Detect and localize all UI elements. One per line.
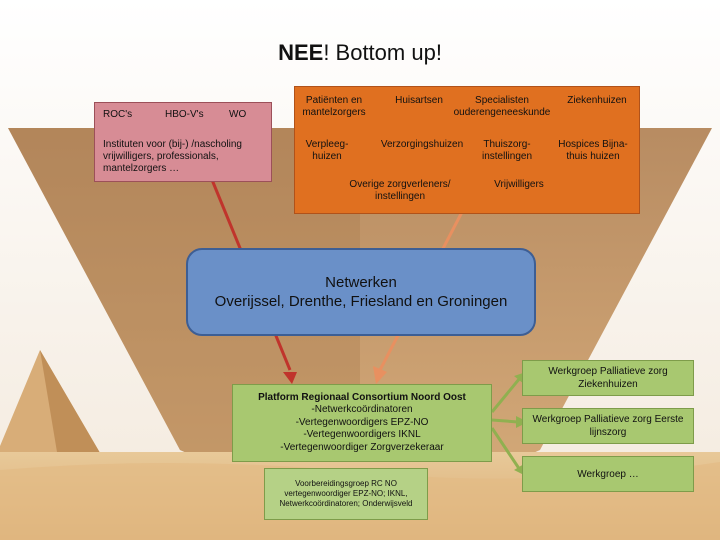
working-group-2: Werkgroep Palliatieve zorg Eerste lijnsz… (532, 414, 684, 438)
network-box (186, 248, 536, 336)
network-text: Netwerken Overijssel, Drenthe, Friesland… (186, 248, 536, 336)
education-body: Instituten voor (bij-) /nascholing vrijw… (103, 139, 242, 174)
platform-line: -Vertegenwoordiger Zorgverzekeraar (280, 441, 444, 453)
care-box: Patiënten en mantelzorgers Huisartsen Sp… (294, 86, 640, 214)
platform-title: Platform Regionaal Consortium Noord Oost (258, 391, 466, 403)
arrow-to-wg1 (490, 377, 522, 413)
arrow-to-wg2 (491, 418, 519, 424)
arrow-to-wg3 (490, 427, 522, 471)
prep-group-line: vertegenwoordiger EPZ-NO; IKNL, (284, 489, 408, 498)
care-other: Overige zorgverleners/ instellingen (349, 179, 451, 202)
working-group-3: Werkgroep … (577, 468, 639, 480)
header-roc: ROC's (103, 109, 133, 120)
prep-group-title: Voorbereidingsgroep RC NO (295, 479, 397, 488)
platform-line: -Netwerkcoördinatoren (311, 404, 413, 416)
care-homecare: Thuiszorg-instellingen (481, 139, 533, 162)
platform-box (232, 384, 492, 462)
network-line1: Netwerken (325, 273, 397, 291)
title-bold: NEE (278, 40, 324, 65)
care-patients: Patiënten en mantelzorgers (302, 95, 366, 118)
header-wo: WO (229, 109, 247, 120)
care-nursing-homes: Verpleeg-huizen (305, 139, 349, 162)
platform-line: -Vertegenwoordigers EPZ-NO (295, 416, 429, 428)
working-group-2-box (522, 408, 694, 444)
page-title: NEE! Bottom up! (0, 40, 720, 66)
network-line2: Overijssel, Drenthe, Friesland en Gronin… (214, 293, 508, 310)
working-group-1: Werkgroep Palliatieve zorg Ziekenhuizen (548, 366, 668, 390)
title-rest: ! Bottom up! (323, 40, 442, 65)
care-volunteers: Vrijwilligers (494, 179, 544, 190)
care-care-homes: Verzorgingshuizen (380, 139, 464, 150)
platform-text: Platform Regionaal Consortium Noord Oost… (232, 384, 492, 462)
prep-group-box (264, 468, 428, 520)
prep-group-line: Netwerkcoördinatoren; Onderwijsveld (279, 499, 413, 508)
prep-group-text: Voorbereidingsgroep RC NO vertegenwoordi… (264, 468, 428, 520)
care-gp: Huisartsen (395, 95, 443, 106)
working-group-3-box (522, 456, 694, 492)
care-hospitals: Ziekenhuizen (567, 95, 627, 106)
working-group-1-box (522, 360, 694, 396)
header-hbo: HBO-V's (165, 109, 204, 120)
platform-line: -Vertegenwoordigers IKNL (303, 429, 421, 441)
education-box: ROC's HBO-V's WO Instituten voor (bij-) … (94, 102, 272, 182)
care-hospices: Hospices Bijna-thuis huizen (558, 139, 628, 162)
care-specialists: Specialisten ouderengeneeskunde (453, 95, 551, 118)
